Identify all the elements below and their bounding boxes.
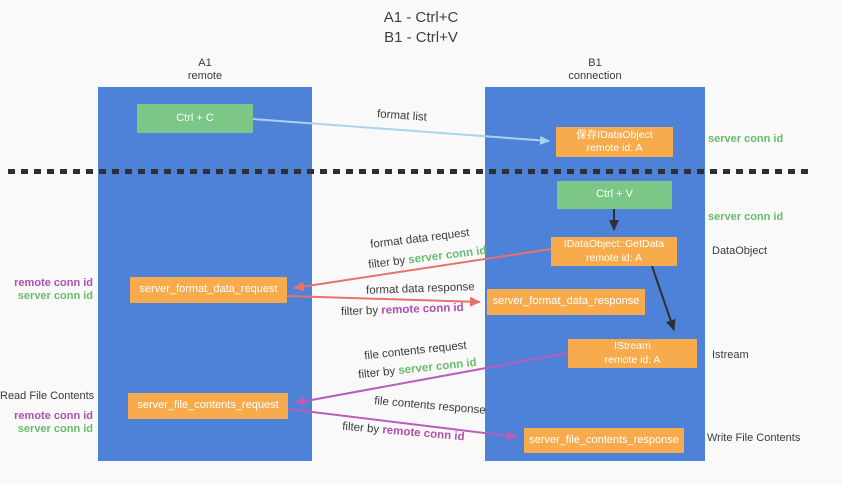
filter-by-text: filter by [341,420,380,436]
lane-header-b1: B1 connection [540,57,650,83]
server-conn-id-text: server conn id [397,356,478,377]
left-server-conn-id-bottom: server conn id [17,423,93,435]
server-format-data-response-label: server_format_data_response [492,295,640,308]
left-remote-conn-id-top: remote conn id [14,277,93,289]
lane-b1-name: B1 [588,57,602,69]
lane-b1-role: connection [568,70,622,82]
format-data-response-label: format data response [365,281,475,297]
filter-by-text: filter by [367,254,406,272]
left-remote-conn-id-bottom: remote conn id [14,410,93,422]
istream-line1: IStream [614,340,651,353]
format-data-response-arrow [286,295,481,307]
server-format-data-request-label: server_format_data_request [139,283,278,296]
right-istream-label: Istream [712,349,749,361]
file-contents-response-label: file contents response [373,395,487,417]
right-server-conn-id-top: server conn id [708,133,784,145]
save-idataobject-line1: 保存IDataObject [576,128,653,141]
lane-a1-role: remote [187,70,223,82]
title-line-a1: A1 - Ctrl+C [383,9,459,26]
ctrl-c-label: Ctrl + C [176,111,214,124]
node-save-idataobject: 保存IDataObject remote id: A [556,127,673,157]
format-list-label: format list [376,108,428,124]
remote-conn-id-text: remote conn id [381,301,464,317]
getdata-line1: IDataObject::GetData [563,238,665,251]
node-ctrl-v: Ctrl + V [557,181,672,209]
remote-conn-id-text: remote conn id [381,424,466,444]
right-write-file-contents-label: Write File Contents [707,432,801,444]
title-line-b1: B1 - Ctrl+V [384,29,458,46]
node-server-format-data-request: server_format_data_request [130,277,287,303]
format-data-response-filter-label: filter by remote conn id [341,302,464,318]
lane-header-a1: A1 remote [150,57,260,83]
filter-by-text: filter by [340,304,379,319]
node-idataobject-getdata: IDataObject::GetData remote id: A [551,237,677,266]
node-server-file-contents-request: server_file_contents_request [128,393,288,419]
page-title: A1 - Ctrl+C B1 - Ctrl+V [0,8,842,48]
server-file-contents-request-label: server_file_contents_request [137,399,279,412]
file-contents-response-filter-label: filter by remote conn id [342,421,465,444]
format-data-request-label: format data request [369,226,471,252]
getdata-line2: remote id: A [585,251,643,264]
lane-a1-name: A1 [198,57,212,69]
ctrl-v-label: Ctrl + V [596,188,633,201]
left-read-file-contents-label: Read File Contents [0,390,95,402]
node-ctrl-c: Ctrl + C [137,104,253,133]
node-server-format-data-response: server_format_data_response [487,289,645,315]
left-server-conn-id-top: server conn id [17,290,93,302]
dotted-divider [8,169,808,174]
right-server-conn-id-mid: server conn id [708,211,784,223]
node-server-file-contents-response: server_file_contents_response [524,428,684,453]
server-file-contents-response-label: server_file_contents_response [529,433,679,446]
server-conn-id-text: server conn id [407,244,488,267]
istream-line2: remote id: A [604,353,661,366]
filter-by-text: filter by [357,365,396,382]
node-istream: IStream remote id: A [568,339,697,368]
right-dataobject-label: DataObject [712,245,768,257]
save-idataobject-line2: remote id: A [586,142,643,154]
